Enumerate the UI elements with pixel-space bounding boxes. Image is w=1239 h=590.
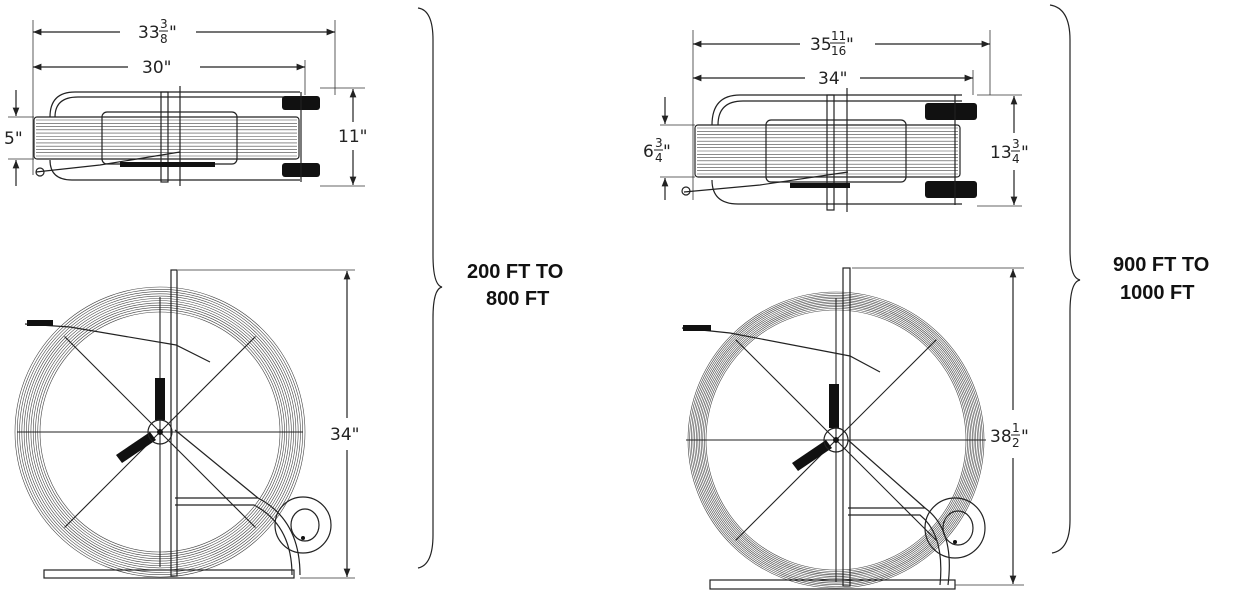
large-coil-height-den: 4: [655, 151, 663, 165]
large-coil-height-inch: ": [663, 142, 671, 162]
small-range-line1: 200 FT TO: [467, 261, 563, 283]
large-range-line1: 900 FT TO: [1113, 254, 1209, 276]
large-side-height-num: 1: [1012, 421, 1020, 435]
small-side-height: 34": [330, 425, 359, 445]
large-reel-top-view: [660, 30, 1022, 212]
large-reel-side-view: [681, 267, 1024, 590]
small-coil-height: 5": [4, 129, 23, 149]
small-coil-lines: [36, 119, 297, 157]
large-coil-height-whole: 6: [643, 142, 654, 162]
small-reel-side-view: [14, 269, 355, 579]
large-coil-height-num: 3: [655, 136, 663, 150]
small-overall-width-inch: ": [169, 23, 177, 43]
large-overall-width-whole: 35: [810, 35, 832, 55]
small-overall-width-num: 3: [160, 17, 168, 31]
large-top-height-whole: 13: [990, 143, 1012, 163]
large-range-line2: 1000 FT: [1120, 282, 1194, 304]
large-overall-width-num: 11: [831, 29, 846, 43]
small-range-line2: 800 FT: [486, 288, 549, 310]
large-top-height-den: 4: [1012, 152, 1020, 166]
large-overall-width-den: 16: [831, 44, 846, 58]
large-frame-width: 34": [818, 69, 847, 89]
small-top-height: 11": [338, 127, 367, 147]
large-side-height-whole: 38: [990, 427, 1012, 447]
large-top-height-inch: ": [1021, 143, 1029, 163]
large-overall-width-inch: ": [846, 35, 854, 55]
small-frame-width: 30": [142, 58, 171, 78]
large-top-height-num: 3: [1012, 137, 1020, 151]
large-side-height-den: 2: [1012, 436, 1020, 450]
large-side-height-inch: ": [1021, 427, 1029, 447]
large-range-brace: [1049, 4, 1081, 554]
small-reel-top-view: [8, 20, 365, 187]
small-overall-width-whole: 33: [138, 23, 160, 43]
small-range-brace: [417, 7, 443, 569]
small-overall-width-den: 8: [160, 32, 168, 46]
